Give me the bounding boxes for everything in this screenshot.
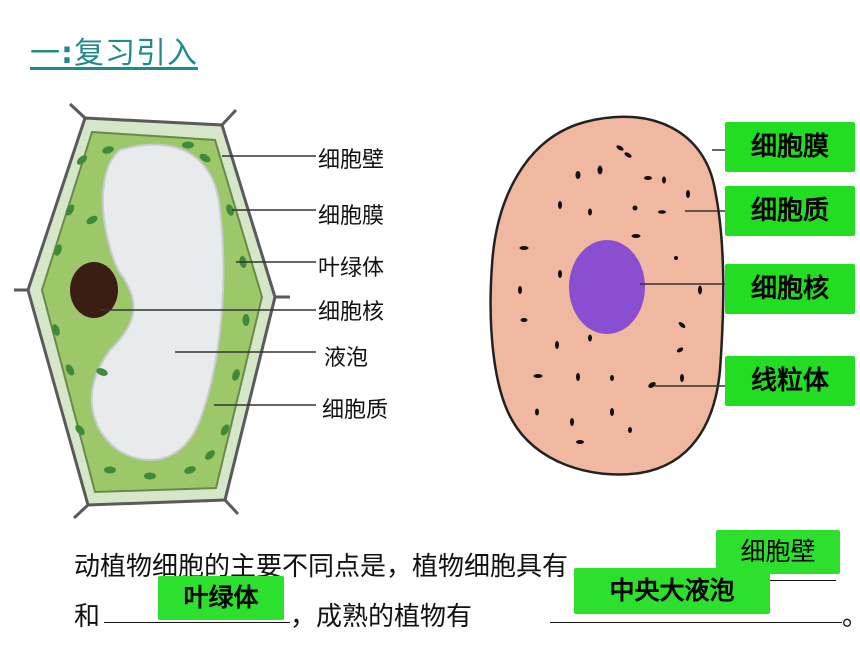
animal-nucleus [569,240,645,334]
answer-chloroplast: 叶绿体 [158,576,284,620]
section-title: 一:复习引入 [30,28,198,72]
blank-3 [550,622,842,623]
plant-label-cytoplasm: 细胞质 [322,398,389,423]
blank-2 [104,622,290,623]
animal-cell-diagram [489,115,727,476]
plant-nucleus [70,262,118,318]
animal-label-cytoplasm: 细胞质 [725,186,855,236]
animal-label-mitochondria: 线粒体 [725,356,855,406]
title-text: 复习引入 [74,36,198,71]
plant-cell-diagram [14,102,316,520]
plant-chloroplasts [52,141,250,480]
plant-label-vacuole: 液泡 [324,346,369,371]
plant-vacuole [90,143,225,461]
question-line-2-end: 。 [842,596,860,633]
question-line-2-start: 和 [74,602,101,632]
animal-label-cell-membrane: 细胞膜 [725,122,855,172]
plant-label-nucleus: 细胞核 [318,300,385,325]
question-line-2-mid: ，成熟的植物有 [290,602,473,632]
animal-label-nucleus: 细胞核 [725,264,855,314]
title-prefix: 一 [30,36,61,71]
answer-cell-wall: 细胞壁 [716,530,840,574]
answer-central-vacuole: 中央大液泡 [574,568,770,614]
plant-label-cell-wall: 细胞壁 [318,148,385,173]
title-colon: : [61,36,74,71]
blank-1 [716,580,836,581]
plant-label-chloroplast: 叶绿体 [318,256,385,281]
question-line-1: 动植物细胞的主要不同点是，植物细胞具有 [74,552,569,582]
animal-leader-lines [640,149,727,387]
animal-mitochondria [518,145,702,444]
plant-leader-lines [100,155,316,406]
plant-label-cell-membrane: 细胞膜 [318,204,385,229]
